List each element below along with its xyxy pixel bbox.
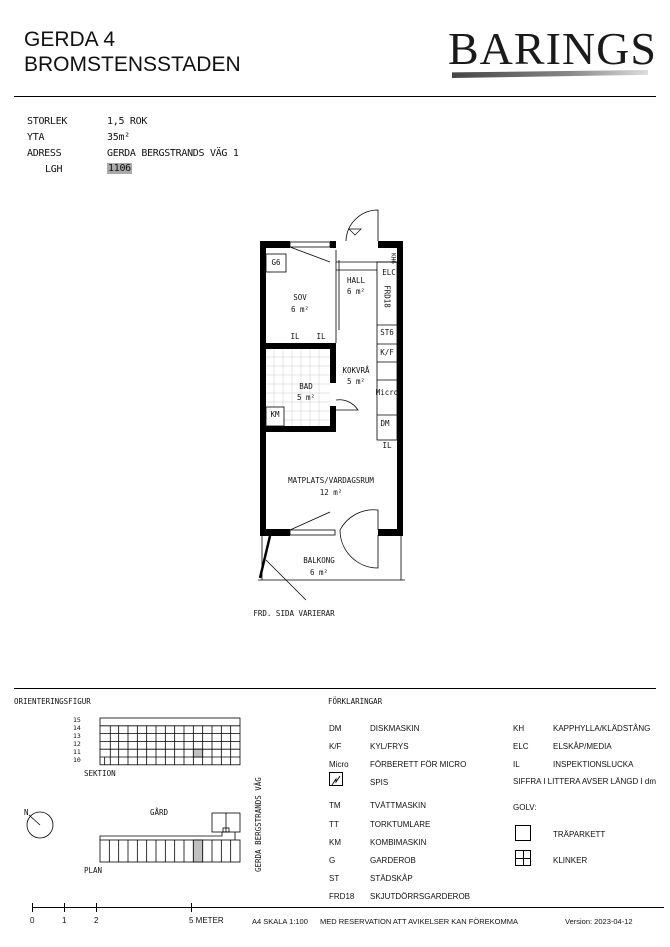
legend-text: KAPPHYLLA/KLÄDSTÅNG (553, 724, 651, 733)
room-area: 6 m² (346, 287, 366, 296)
legend-code: ELC (513, 742, 529, 751)
version: Version: 2023-04-12 (565, 917, 633, 926)
tag-g6: G6 (271, 258, 281, 267)
room-hall: HALL (346, 276, 366, 285)
info-label: LGH (45, 164, 63, 175)
legend-text: DISKMASKIN (370, 724, 420, 733)
legend-text: ELSKÅP/MEDIA (553, 742, 612, 751)
orientation-figure (26, 717, 241, 863)
legend-text: FÖRBERETT FÖR MICRO (370, 760, 467, 769)
room-area: 12 m² (319, 488, 343, 497)
section-divider (14, 688, 656, 689)
plan-label: PLAN (84, 866, 103, 875)
legend-text: STÄDSKÅP (370, 874, 413, 883)
legend-code: ST (329, 874, 340, 883)
legend-code: DM (329, 724, 342, 733)
floor-label: 10 (73, 756, 81, 764)
room-sov: SOV (293, 293, 307, 302)
room-bad: BAD (299, 382, 313, 391)
highlight-apartment-plan (192, 839, 204, 863)
legend-text: INSPEKTIONSLUCKA (553, 760, 634, 769)
plan-outline (99, 839, 241, 863)
info-label: YTA (27, 132, 45, 143)
scale-label: 2 (94, 916, 99, 925)
legend-code: IL (513, 760, 520, 769)
gard-label: GÅRD (150, 808, 169, 817)
tag-km: KM (270, 410, 280, 419)
legend-title: FÖRKLARINGAR (328, 697, 383, 706)
project-title: GERDA 4 (24, 28, 116, 51)
disclaimer: MED RESERVATION ATT AVIKELSER KAN FÖREKO… (320, 917, 518, 926)
spis-icon (329, 772, 343, 786)
room-vardagsrum: MATPLATS/VARDAGSRUM (288, 476, 374, 485)
tag-il: IL (316, 332, 326, 341)
legend-text: TORKTUMLARE (370, 820, 431, 829)
tag-st6: ST6 (380, 328, 394, 337)
info-value: GERDA BERGSTRANDS VÄG 1 (107, 148, 239, 159)
room-area: 6 m² (290, 305, 310, 314)
klinker-label: KLINKER (553, 856, 588, 865)
room-balkong: BALKONG (303, 556, 335, 565)
legend-text: SKJUTDÖRRSGARDEROB (370, 892, 471, 901)
tag-frd18: FRD18 (382, 285, 392, 308)
compass-icon (26, 811, 54, 839)
sektion-label: SEKTION (84, 769, 116, 778)
golv-label: GOLV: (513, 803, 537, 812)
legend-text: GARDEROB (370, 856, 416, 865)
legend-text: KYL/FRYS (370, 742, 409, 751)
legend-code: KH (513, 724, 525, 733)
parkett-label: TRÄPARKETT (553, 830, 606, 839)
room-area: 5 m² (296, 393, 316, 402)
tag-elc: ELC (382, 268, 396, 277)
info-value: 1,5 ROK (107, 116, 148, 127)
floor-label: 11 (73, 748, 81, 756)
street-label: GERDA BERGSTRANDS VÄG (254, 777, 263, 872)
room-area: 6 m² (309, 568, 329, 577)
scale-label: 5 METER (189, 916, 224, 925)
tag-dm: DM (380, 419, 390, 428)
legend-code: TM (329, 801, 341, 810)
room-area: 5 m² (346, 377, 366, 386)
floor-label: 15 (73, 716, 81, 724)
scale-label: 0 (30, 916, 35, 925)
room-kokvra: KOKVRÅ (342, 366, 370, 375)
legend-text: KOMBIMASKIN (370, 838, 427, 847)
barings-logo: BARINGS (448, 23, 657, 74)
info-label: ADRESS (27, 148, 62, 159)
project-subtitle: BROMSTENSSTADEN (24, 53, 241, 76)
floor-label: 14 (73, 724, 81, 732)
tag-il: IL (290, 332, 300, 341)
legend-code: Micro (329, 760, 349, 769)
note-frd-side: FRD. SIDA VARIERAR (253, 609, 335, 618)
scale-bar (32, 907, 664, 908)
tag-kf: K/F (380, 348, 394, 357)
floor-label: 13 (73, 732, 81, 740)
legend-code: G (329, 856, 336, 865)
klinker-swatch-icon (515, 850, 531, 866)
header-divider (14, 96, 656, 97)
scale-label: 1 (62, 916, 67, 925)
legend-code: KM (329, 838, 341, 847)
info-value: 35m² (107, 132, 130, 143)
legend-note: SIFFRA I LITTERA AVSER LÄNGD I dm (513, 777, 656, 786)
orientation-title: ORIENTERINGSFIGUR (14, 697, 91, 706)
apartment-number: 1106 (107, 163, 132, 174)
tag-kh6: KH6 (389, 253, 397, 264)
scale-text: A4 SKALA 1:100 (252, 917, 308, 926)
tag-micro: Micro (375, 388, 399, 397)
info-label: STORLEK (27, 116, 68, 127)
logo-swoosh (452, 70, 648, 78)
parkett-swatch-icon (515, 825, 531, 841)
floor-label: 12 (73, 740, 81, 748)
legend-code: K/F (329, 742, 342, 751)
tag-il: IL (382, 441, 392, 450)
north-label: N (24, 808, 29, 817)
legend-code: FRD18 (329, 892, 355, 901)
legend-text: SPIS (370, 778, 389, 787)
legend-code: TT (329, 820, 339, 829)
highlight-apartment-section (192, 748, 204, 758)
legend-text: TVÄTTMASKIN (370, 801, 427, 810)
